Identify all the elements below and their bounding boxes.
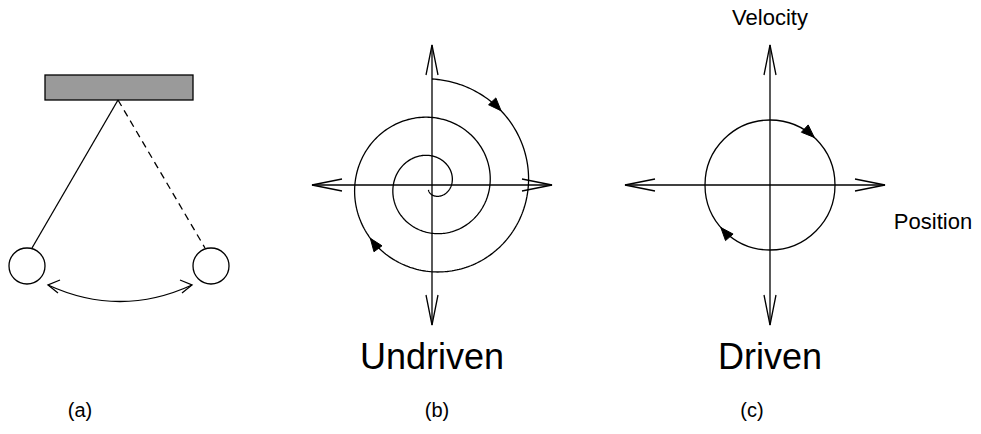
panel-title: Driven xyxy=(718,339,822,375)
pendulum-support xyxy=(45,75,193,100)
spiral-arrowhead xyxy=(370,238,382,251)
panel-letter: (c) xyxy=(740,400,763,420)
pendulum-string xyxy=(32,100,118,248)
swing-arc xyxy=(48,285,192,302)
cycle-arrowhead xyxy=(801,125,814,138)
phase-axes xyxy=(312,45,552,325)
damped-spiral xyxy=(355,79,529,272)
spiral-path xyxy=(355,79,529,272)
cycle-arrowhead xyxy=(721,227,733,240)
panel-title: Undriven xyxy=(360,339,504,375)
spiral-arrowhead xyxy=(489,98,502,111)
panel-letter: (a) xyxy=(68,400,92,420)
phase-axes xyxy=(625,45,885,325)
swing-arrowhead xyxy=(48,280,60,293)
panel-letter: (b) xyxy=(425,400,449,420)
pendulum-bob xyxy=(9,248,45,284)
limit-cycle xyxy=(705,120,835,250)
pendulum-string-dashed xyxy=(118,100,205,248)
pendulum-bob xyxy=(193,248,229,284)
cycle-arrowheads xyxy=(721,125,814,241)
axis-label: Velocity xyxy=(732,7,808,29)
swing-arrowhead xyxy=(180,280,192,293)
axis-label: Position xyxy=(894,211,972,233)
